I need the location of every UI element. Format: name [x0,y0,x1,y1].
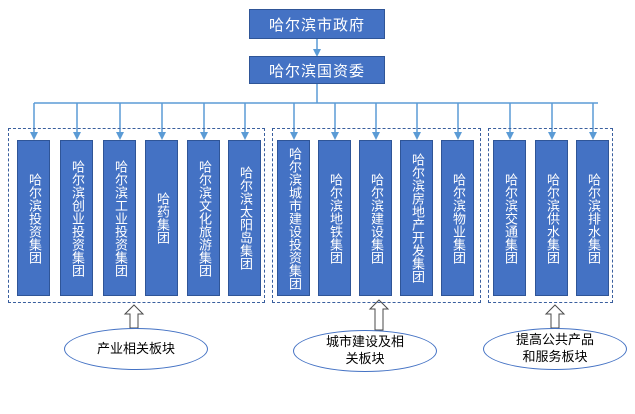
company-label: 哈尔滨排水集团 [585,172,600,264]
sector-label-line: 产业相关板块 [96,341,175,357]
company-label: 哈尔滨太阳岛集团 [237,166,252,270]
sasac-box: 哈尔滨国资委 [249,56,385,84]
company-label: 哈尔滨房地产开发集团 [409,153,424,283]
group-public-service [488,128,613,303]
sector-label-line: 城市建设及相 [325,335,404,350]
group-company-box: 哈尔滨房地产开发集团 [400,140,433,296]
company-label: 哈药集团 [154,192,169,244]
company-label: 哈尔滨物业集团 [450,172,465,264]
group-company-box: 哈药集团 [145,140,178,296]
company-label: 哈尔滨城市建设投资集团 [286,146,301,290]
group-company-box: 哈尔滨地铁集团 [318,140,351,296]
group-company-box: 哈尔滨排水集团 [576,140,609,296]
group-company-box: 哈尔滨文化旅游集团 [187,140,220,296]
group-company-box: 哈尔滨建设集团 [359,140,392,296]
group-company-box: 哈尔滨工业投资集团 [103,140,136,296]
up-arrow-2 [368,299,390,331]
group-company-box: 哈尔滨供水集团 [535,140,568,296]
group-company-box: 哈尔滨交通集团 [493,140,526,296]
company-label: 哈尔滨创业投资集团 [69,159,84,277]
company-label: 哈尔滨交通集团 [502,172,517,264]
group-company-box: 哈尔滨创业投资集团 [60,140,93,296]
company-label: 哈尔滨地铁集团 [327,172,342,264]
group-company-box: 哈尔滨城市建设投资集团 [277,140,310,296]
group-company-box: 哈尔滨物业集团 [441,140,474,296]
company-label: 哈尔滨文化旅游集团 [196,159,211,277]
up-arrow-1 [123,304,145,329]
sector-label-public: 提高公共产品和服务板块 [483,328,627,370]
company-label: 哈尔滨工业投资集团 [112,159,127,277]
group-company-box: 哈尔滨投资集团 [17,140,50,296]
company-label: 哈尔滨投资集团 [26,172,41,264]
sector-label-industry: 产业相关板块 [64,328,208,370]
sasac-label: 哈尔滨国资委 [268,61,365,80]
city-government-label: 哈尔滨市政府 [268,15,365,34]
sector-label-urban: 城市建设及相关板块 [293,330,437,372]
sector-label-line: 关板块 [345,352,385,367]
up-arrow-3 [544,304,566,329]
sector-label-line: 提高公共产品 [515,333,594,348]
group-industry [8,128,265,303]
sector-label-line: 和服务板块 [522,350,588,365]
group-company-box: 哈尔滨太阳岛集团 [228,140,261,296]
city-government-box: 哈尔滨市政府 [249,9,385,39]
company-label: 哈尔滨建设集团 [368,172,383,264]
company-label: 哈尔滨供水集团 [544,172,559,264]
group-urban-construction [272,128,481,303]
